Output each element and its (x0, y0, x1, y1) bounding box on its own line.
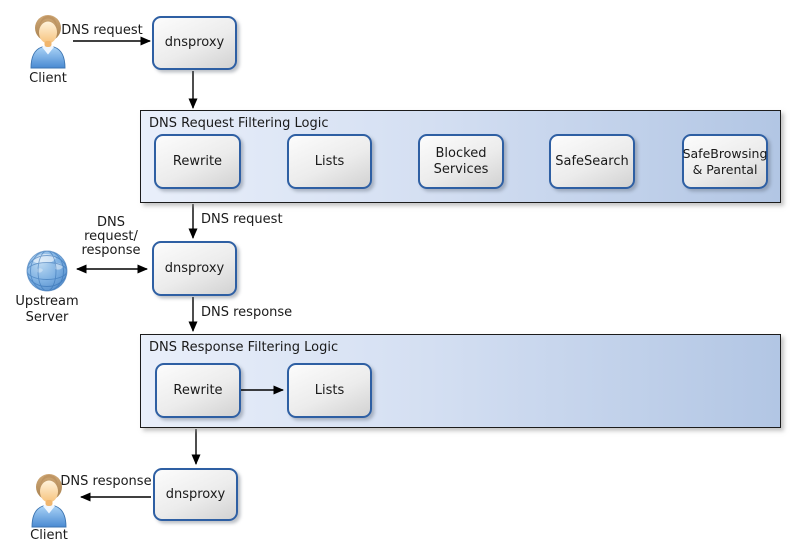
dnsproxy-box-2: dnsproxy (152, 241, 237, 296)
client-bottom-label: Client (30, 528, 68, 543)
box-rewrite-request-label: Rewrite (172, 153, 223, 169)
box-safebrowsing: SafeBrowsing & Parental (682, 134, 768, 189)
dnsproxy-1-label: dnsproxy (164, 35, 225, 51)
request-filtering-title: DNS Request Filtering Logic (149, 116, 329, 131)
box-lists-response-label: Lists (314, 382, 345, 398)
box-blocked-services-label: Blocked Services (433, 145, 489, 177)
box-lists-request: Lists (287, 134, 372, 189)
person-icon (30, 15, 66, 69)
edge-label-client-request: DNS request (61, 23, 143, 38)
client-bottom-icon-wrap (29, 472, 69, 528)
response-filtering-container: DNS Response Filtering Logic Rewrite Lis… (140, 334, 781, 428)
client-top-label: Client (29, 71, 67, 86)
globe-icon (26, 250, 68, 292)
box-lists-request-label: Lists (314, 153, 345, 169)
box-rewrite-response-label: Rewrite (173, 382, 223, 398)
dnsproxy-3-label: dnsproxy (165, 486, 226, 502)
request-filtering-container: DNS Request Filtering Logic Rewrite List… (140, 110, 781, 203)
upstream-icon-wrap (25, 249, 69, 293)
box-lists-response: Lists (287, 363, 372, 418)
dnsproxy-box-1: dnsproxy (152, 16, 237, 70)
box-safesearch: SafeSearch (549, 134, 635, 189)
client-top-icon-wrap (28, 13, 68, 69)
dnsproxy-2-label: dnsproxy (164, 260, 225, 276)
dnsproxy-box-3: dnsproxy (153, 468, 238, 521)
edge-label-dns-response: DNS response (201, 305, 293, 320)
edge-label-filtered-request: DNS request (201, 212, 283, 227)
upstream-label: Upstream Server (15, 294, 79, 326)
box-safebrowsing-label: SafeBrowsing & Parental (682, 146, 768, 177)
person-icon (31, 474, 67, 528)
edge-label-upstream-exchange: DNS request/ response (81, 215, 141, 259)
box-rewrite-request: Rewrite (154, 134, 241, 189)
response-filtering-title: DNS Response Filtering Logic (149, 340, 339, 355)
box-rewrite-response: Rewrite (155, 363, 241, 418)
box-safesearch-label: SafeSearch (555, 153, 629, 169)
edge-label-client-response: DNS response (60, 474, 152, 489)
box-blocked-services: Blocked Services (418, 134, 504, 189)
